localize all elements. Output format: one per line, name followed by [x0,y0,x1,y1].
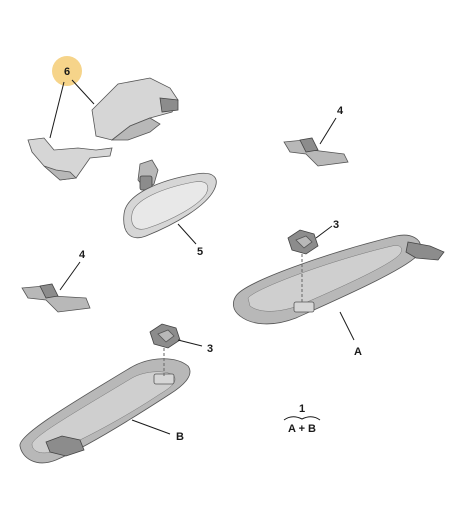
clip-part-left [21,283,91,313]
callout-a: A [339,311,362,358]
callout-6: 6 [49,56,95,139]
callout-label-6: 6 [64,66,70,78]
set-callout: 1 A + B [283,403,321,435]
leader-line [319,117,337,145]
leader-line [177,339,203,347]
callout-4-top: 4 [319,105,344,145]
trim-cover-part [27,77,179,181]
sun-visor-a [232,234,445,325]
callout-5: 5 [177,223,203,258]
set-brace [283,416,321,421]
leader-line [177,223,197,245]
clip-part-top [283,137,349,167]
interior-mirror-part [123,159,217,239]
callout-3-left: 3 [177,339,213,355]
callout-label-3-left: 3 [207,343,213,355]
set-formula-label: A + B [288,423,316,435]
leader-line [49,81,65,139]
callout-label-5: 5 [197,246,203,258]
callout-label-3-right: 3 [333,219,339,231]
callout-label-a: A [354,346,362,358]
callout-label-4-left: 4 [79,249,86,261]
leader-line [59,261,81,291]
callout-label-b: B [176,431,184,443]
leader-line [71,79,95,105]
set-number-label: 1 [299,403,305,415]
callout-b: B [131,419,184,443]
highlight-circle [52,56,82,86]
hinge-part-left [149,323,181,378]
leader-line [131,419,171,435]
callout-3-right: 3 [315,219,339,239]
leader-line [315,225,333,239]
callout-label-4-top: 4 [337,105,344,117]
sun-visor-b [19,358,191,464]
callout-4-left: 4 [59,249,86,291]
leader-line [339,311,355,341]
hinge-part-right [287,229,319,304]
